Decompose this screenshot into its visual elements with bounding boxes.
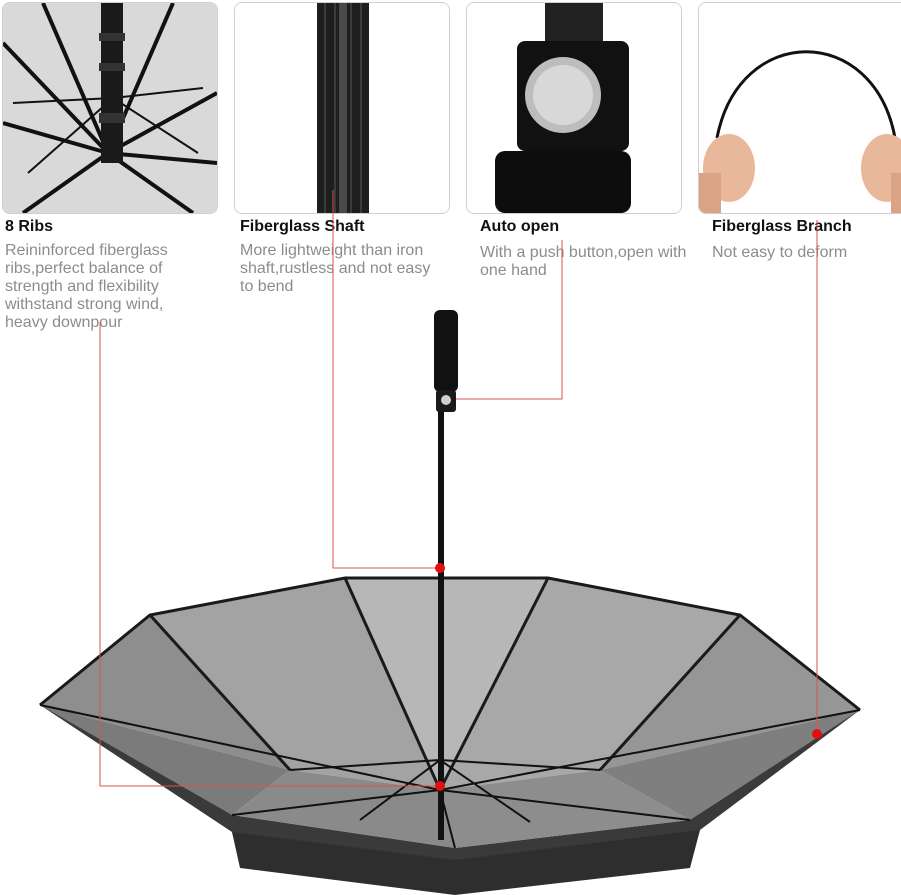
shaft-description: More lightweight than iron shaft,rustles…: [240, 242, 431, 295]
ribs-photo-panel: [2, 2, 218, 214]
auto-open-photo-panel: [466, 2, 682, 214]
auto-open-description: With a push button,open with one hand: [480, 244, 687, 279]
ribs-callout-dot: [435, 781, 445, 791]
branch-description: Not easy to deform: [712, 244, 848, 261]
fiberglass-shaft-closeup-icon: [235, 3, 449, 213]
push-button-handle-closeup-icon: [467, 3, 681, 213]
shaft-callout-dot: [435, 563, 445, 573]
branch-photo-panel: [698, 2, 901, 214]
auto-open-title: Auto open: [480, 218, 560, 235]
bending-rib-in-hands-icon: [699, 3, 901, 213]
ribs-description: Reininforced fiberglass ribs,perfect bal…: [5, 242, 168, 331]
shaft-photo-panel: [234, 2, 450, 214]
umbrella-ribs-closeup-icon: [3, 3, 217, 213]
branch-callout-dot: [812, 729, 822, 739]
ribs-title: 8 Ribs: [5, 218, 54, 235]
